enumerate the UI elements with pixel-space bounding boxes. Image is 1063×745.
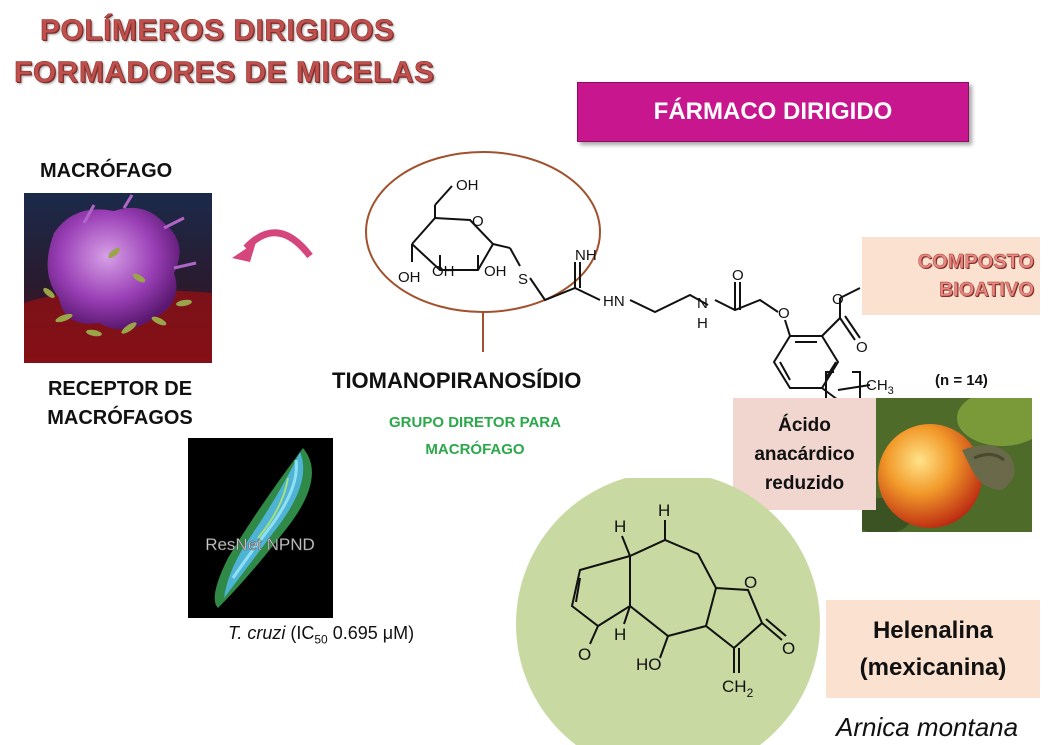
- atom-s: S: [518, 271, 528, 288]
- atom-ch3: CH3: [866, 377, 894, 397]
- atom-o-ester: O: [832, 291, 844, 308]
- grupo-diretor-line2: MACRÓFAGO: [425, 441, 525, 458]
- tcruzi-image: ResNet NPND: [188, 438, 333, 618]
- atom-h: H: [697, 315, 708, 332]
- hel-h-top: H: [658, 501, 670, 520]
- atom-o-ether: O: [778, 305, 790, 322]
- hel-h-bottom: H: [614, 625, 626, 644]
- atom-oh-left: OH: [398, 269, 421, 286]
- acido-line2: anacárdico: [754, 443, 855, 465]
- atom-o-ring: O: [472, 213, 484, 230]
- atom-n: N: [697, 295, 708, 312]
- n-label: (n = 14): [935, 372, 988, 389]
- title-line2: FORMADORES DE MICELAS: [14, 56, 435, 90]
- atom-o-carbonyl: O: [732, 267, 744, 284]
- tiomanopiranosidio-label: TIOMANOPIRANOSÍDIO: [332, 368, 582, 393]
- atom-oh-top: OH: [456, 177, 479, 194]
- arnica-montana-label: Arnica montana: [836, 712, 1019, 742]
- composto-line2: BIOATIVO: [938, 279, 1035, 301]
- tcruzi-value: 0.695 μM): [327, 623, 415, 643]
- farmaco-dirigido-box: FÁRMACO DIRIGIDO: [577, 82, 969, 142]
- macrofago-label: MACRÓFAGO: [40, 160, 173, 182]
- tcruzi-name: T. cruzi: [228, 623, 286, 643]
- hel-o-left: O: [578, 645, 591, 664]
- composto-bioativo-box: COMPOSTO BIOATIVO: [862, 237, 1040, 315]
- acido-anacardico-box: Ácido anacárdico reduzido: [733, 398, 876, 510]
- cashew-image: [862, 398, 1032, 532]
- tcruzi-ic: (IC: [285, 623, 315, 643]
- title-line1: POLÍMEROS DIRIGIDOS: [40, 14, 395, 48]
- helenalina-line1: Helenalina: [872, 617, 994, 644]
- receptor-label-line1: RECEPTOR DE: [47, 378, 193, 400]
- grupo-diretor-line1: GRUPO DIRETOR PARA: [389, 414, 561, 431]
- helenalina-box: Helenalina (mexicanina): [826, 600, 1040, 698]
- hel-o-ring: O: [744, 573, 757, 592]
- atom-o-ester2: O: [856, 339, 868, 356]
- tcruzi-ic-sub: 50: [314, 632, 328, 647]
- macrophage-image: [24, 193, 212, 363]
- curved-arrow-icon: [232, 229, 313, 262]
- hel-h-left: H: [614, 517, 626, 536]
- acido-line3: reduzido: [764, 472, 845, 494]
- helenalina-line2: (mexicanina): [859, 654, 1007, 681]
- tcruzi-caption: T. cruzi (IC50 0.695 μM): [228, 623, 414, 647]
- helenalin-structure: H H O H O O HO CH2: [516, 478, 820, 745]
- atom-hn: HN: [603, 293, 625, 310]
- atom-oh-right: OH: [484, 263, 507, 280]
- hel-ch2: CH2: [722, 677, 754, 700]
- resnet-watermark: ResNet NPND: [205, 535, 315, 554]
- hel-ho: HO: [636, 655, 662, 674]
- farmaco-dirigido-label: FÁRMACO DIRIGIDO: [653, 98, 893, 125]
- atom-oh-mid: OH: [432, 263, 455, 280]
- composto-line1: COMPOSTO: [917, 251, 1034, 273]
- receptor-label-line2: MACRÓFAGOS: [47, 407, 193, 429]
- atom-nh-imine: NH: [575, 247, 597, 264]
- acido-line1: Ácido: [778, 414, 831, 436]
- hel-o-carbonyl: O: [782, 639, 795, 658]
